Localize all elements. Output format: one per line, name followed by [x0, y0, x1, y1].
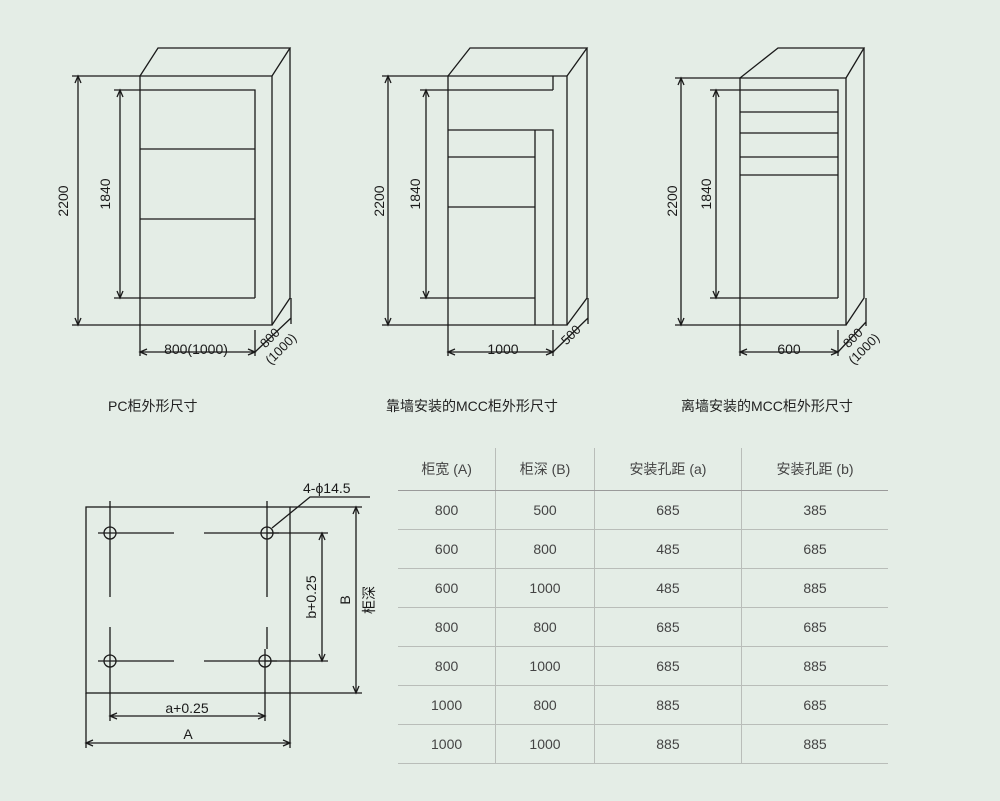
table-cell: 800 — [398, 607, 496, 647]
table-cell: 800 — [398, 490, 496, 530]
pc-height-inner-label: 1840 — [97, 178, 113, 209]
header-hole-spacing-a: 安装孔距 (a) — [593, 448, 742, 491]
table-cell: 800 — [495, 607, 595, 647]
pc-width-label: 800(1000) — [164, 341, 228, 357]
pc-cabinet-caption: PC柜外形尺寸 — [108, 398, 198, 414]
dim-B-label: B — [337, 595, 353, 604]
table-cell: 1000 — [495, 646, 595, 686]
depth-label: 柜深 — [361, 586, 377, 614]
wall-mcc-height-inner-label: 1840 — [407, 178, 423, 209]
base-plan-drawing — [84, 496, 370, 748]
wall-mcc-width-label: 1000 — [487, 341, 518, 357]
dim-a-label: a+0.25 — [165, 700, 208, 716]
pc-height-outer-label: 2200 — [55, 185, 71, 216]
table-cell: 385 — [741, 490, 888, 530]
table-cell: 800 — [495, 685, 595, 725]
table-row: 1000 800 885 685 — [398, 685, 888, 725]
table-row: 600 1000 485 885 — [398, 568, 888, 608]
table-header-row: 柜宽 (A) 柜深 (B) 安装孔距 (a) 安装孔距 (b) — [398, 448, 888, 491]
table-cell: 885 — [741, 646, 888, 686]
table-row: 800 1000 685 885 — [398, 646, 888, 686]
table-cell: 685 — [741, 607, 888, 647]
dim-A-label: A — [183, 726, 193, 742]
table-cell: 885 — [593, 724, 742, 764]
table-cell: 685 — [741, 685, 888, 725]
table-cell: 1000 — [398, 724, 496, 764]
dim-b-label: b+0.25 — [303, 575, 319, 618]
table-cell: 1000 — [495, 724, 595, 764]
table-cell: 885 — [741, 724, 888, 764]
header-cabinet-width: 柜宽 (A) — [398, 448, 496, 491]
header-cabinet-depth: 柜深 (B) — [495, 448, 595, 491]
table-cell: 600 — [398, 529, 496, 569]
table-cell: 1000 — [398, 685, 496, 725]
table-cell: 885 — [593, 685, 742, 725]
table-cell: 1000 — [495, 568, 595, 608]
table-cell: 685 — [741, 529, 888, 569]
table-row: 1000 1000 885 885 — [398, 724, 888, 764]
table-cell: 685 — [593, 646, 742, 686]
table-cell: 600 — [398, 568, 496, 608]
free-mcc-height-inner-label: 1840 — [698, 178, 714, 209]
table-cell: 885 — [741, 568, 888, 608]
table-cell: 800 — [398, 646, 496, 686]
wall-mcc-height-outer-label: 2200 — [371, 185, 387, 216]
free-mcc-cabinet-drawing — [675, 47, 867, 356]
table-cell: 800 — [495, 529, 595, 569]
free-mcc-width-label: 600 — [777, 341, 801, 357]
table-row: 800 800 685 685 — [398, 607, 888, 647]
table-cell: 685 — [593, 607, 742, 647]
free-mcc-height-outer-label: 2200 — [664, 185, 680, 216]
hole-spec-label: 4-ϕ14.5 — [303, 480, 351, 496]
table-cell: 685 — [593, 490, 742, 530]
pc-cabinet-drawing — [72, 47, 292, 356]
table-cell: 485 — [593, 529, 742, 569]
table-cell: 485 — [593, 568, 742, 608]
free-mcc-caption: 离墙安装的MCC柜外形尺寸 — [681, 398, 853, 414]
table-row: 800 500 685 385 — [398, 490, 888, 530]
table-cell: 500 — [495, 490, 595, 530]
wall-mcc-cabinet-drawing — [382, 47, 589, 356]
wall-mcc-caption: 靠墙安装的MCC柜外形尺寸 — [386, 398, 558, 414]
dimension-table: 柜宽 (A) 柜深 (B) 安装孔距 (a) 安装孔距 (b) 800 500 … — [398, 448, 888, 764]
table-row: 600 800 485 685 — [398, 529, 888, 569]
header-hole-spacing-b: 安装孔距 (b) — [741, 448, 888, 491]
